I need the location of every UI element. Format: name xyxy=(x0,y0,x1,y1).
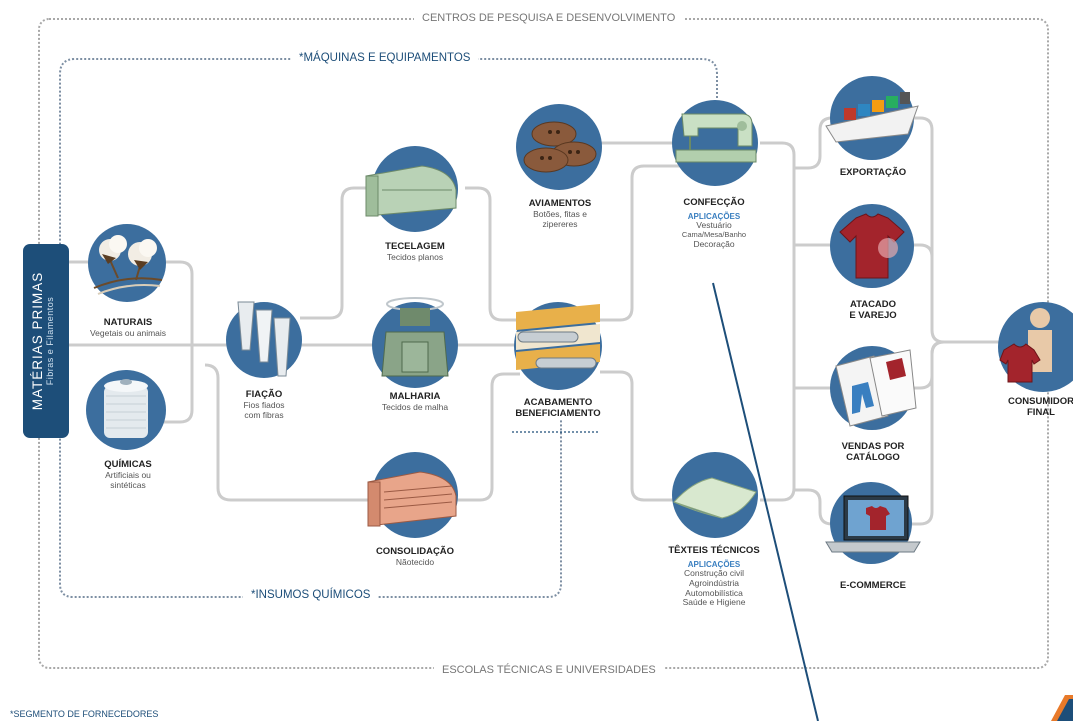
knitting-machine-icon xyxy=(381,297,449,377)
raw-materials-title: MATÉRIAS PRIMAS xyxy=(30,271,45,411)
consumidor-title2: FINAL xyxy=(1027,406,1055,418)
raw-materials-subtitle: Fibras e Filamentos xyxy=(45,296,55,386)
ecommerce-title: E-COMMERCE xyxy=(840,580,906,591)
vendas-title2: CATÁLOGO xyxy=(846,451,900,463)
spools-icon xyxy=(237,301,291,377)
quimicas-node xyxy=(86,370,166,450)
quimicas-label: QUÍMICAS Artificiais ou sintéticas xyxy=(104,459,152,490)
acabamento-label: ACABAMENTO BENEFICIAMENTO xyxy=(515,397,601,420)
cargo-ship-icon xyxy=(825,92,919,143)
consumer-icon xyxy=(999,308,1052,383)
naturais-subtitle: Vegetais ou animais xyxy=(89,327,167,338)
atacado-title2: E VAREJO xyxy=(849,309,897,321)
naturais-node xyxy=(88,224,166,302)
confeccao-app: Cama/Mesa/Banho xyxy=(681,229,747,239)
consumidor-label: CONSUMIDOR FINAL xyxy=(1008,396,1073,419)
ecommerce-node xyxy=(825,482,921,564)
texteis-label: TÊXTEIS TÉCNICOS APLICAÇÕES Construção c… xyxy=(668,545,760,608)
consolidacao-subtitle: Nãotecido xyxy=(395,556,435,567)
top-frame-label: CENTROS DE PESQUISA E DESENVOLVIMENTO xyxy=(414,12,684,24)
atacado-node xyxy=(830,204,914,288)
texteis-app: Agroindústria xyxy=(688,577,740,588)
confeccao-app: Decoração xyxy=(693,238,735,249)
folded-fabric-icon xyxy=(673,477,757,519)
fiacao-label: FIAÇÃO Fios fiados com fibras xyxy=(243,389,285,420)
confeccao-app: Vestuário xyxy=(696,220,732,231)
exportacao-title: EXPORTAÇÃO xyxy=(839,167,907,178)
vendas-label: VENDAS POR CATÁLOGO xyxy=(841,441,905,464)
quimicas-sub1: Artificiais ou xyxy=(105,469,151,480)
fiacao-sub2: com fibras xyxy=(244,409,284,420)
texteis-node xyxy=(672,452,758,538)
acabamento-title1: ACABAMENTO xyxy=(523,397,593,408)
tecelagem-title: TECELAGEM xyxy=(385,241,445,252)
malharia-node xyxy=(372,297,458,388)
catalog-icon xyxy=(835,349,917,427)
bottom-frame-label: ESCOLAS TÉCNICAS E UNIVERSIDADES xyxy=(434,664,664,676)
texteis-title: TÊXTEIS TÉCNICOS xyxy=(668,545,760,556)
cotton-icon xyxy=(93,235,163,295)
aviamentos-label: AVIAMENTOS Botões, fitas e zipereres xyxy=(528,198,592,229)
nonwoven-machine-icon xyxy=(367,471,457,527)
pointer-line xyxy=(712,282,819,721)
chemicals-label: *INSUMOS QUÍMICOS xyxy=(243,589,379,601)
confeccao-label: CONFECÇÃO APLICAÇÕES Vestuário Cama/Mesa… xyxy=(681,197,747,249)
confeccao-node xyxy=(672,100,758,186)
confeccao-apps-label: APLICAÇÕES xyxy=(687,211,741,221)
aviamentos-sub1: Botões, fitas e xyxy=(533,208,587,219)
sewing-machine-icon xyxy=(675,113,757,163)
malharia-label: MALHARIA Tecidos de malha xyxy=(381,391,449,413)
acabamento-title2: BENEFICIAMENTO xyxy=(515,407,601,419)
raw-materials-tab: MATÉRIAS PRIMAS Fibras e Filamentos xyxy=(23,244,69,438)
consolidacao-label: CONSOLIDAÇÃO Nãotecido xyxy=(375,546,455,568)
naturais-title: NATURAIS xyxy=(103,317,153,328)
confeccao-title: CONFECÇÃO xyxy=(683,197,745,208)
ecommerce-label: E-COMMERCE xyxy=(840,580,906,592)
texteis-apps-label: APLICAÇÕES xyxy=(687,559,741,569)
laptop-icon xyxy=(825,495,921,553)
fiacao-title: FIAÇÃO xyxy=(245,389,283,400)
logo-icon xyxy=(1051,695,1073,721)
machines-label: *MÁQUINAS E EQUIPAMENTOS xyxy=(291,52,479,64)
loom-icon xyxy=(365,165,457,217)
malharia-title: MALHARIA xyxy=(389,391,441,402)
vendas-title1: VENDAS POR xyxy=(841,441,905,452)
texteis-app: Saúde e Higiene xyxy=(682,597,746,608)
fiacao-node xyxy=(226,301,302,378)
tecelagem-subtitle: Tecidos planos xyxy=(386,251,444,262)
yarn-spool-icon xyxy=(104,379,148,438)
acabamento-node xyxy=(514,302,602,390)
aviamentos-node xyxy=(516,104,602,190)
vendas-node xyxy=(830,346,917,430)
quimicas-title: QUÍMICAS xyxy=(104,459,152,470)
footnote: *SEGMENTO DE FORNECEDORES xyxy=(10,709,159,719)
quimicas-sub2: sintéticas xyxy=(110,479,146,490)
naturais-label: NATURAIS Vegetais ou animais xyxy=(89,317,167,339)
consolidacao-title: CONSOLIDAÇÃO xyxy=(375,546,455,557)
texteis-app: Automobilística xyxy=(685,587,743,598)
tshirt-icon xyxy=(839,213,905,279)
suppliers-dotted-frame xyxy=(59,58,718,598)
consumidor-node xyxy=(998,302,1073,392)
fabric-rolls-icon xyxy=(516,304,600,370)
fiacao-sub1: Fios fiados xyxy=(243,399,285,410)
atacado-label: ATACADO E VAREJO xyxy=(849,299,897,322)
aviamentos-title: AVIAMENTOS xyxy=(528,198,592,209)
texteis-app: Construção civil xyxy=(683,568,744,579)
tecelagem-label: TECELAGEM Tecidos planos xyxy=(385,241,445,263)
buttons-icon xyxy=(523,121,597,173)
aviamentos-sub2: zipereres xyxy=(542,218,578,229)
exportacao-label: EXPORTAÇÃO xyxy=(839,167,907,179)
consumidor-title1: CONSUMIDOR xyxy=(1008,396,1073,407)
exportacao-node xyxy=(825,76,919,160)
atacado-title1: ATACADO xyxy=(849,299,897,310)
consolidacao-node xyxy=(367,452,458,538)
tecelagem-node xyxy=(365,146,458,232)
malharia-subtitle: Tecidos de malha xyxy=(381,401,449,412)
